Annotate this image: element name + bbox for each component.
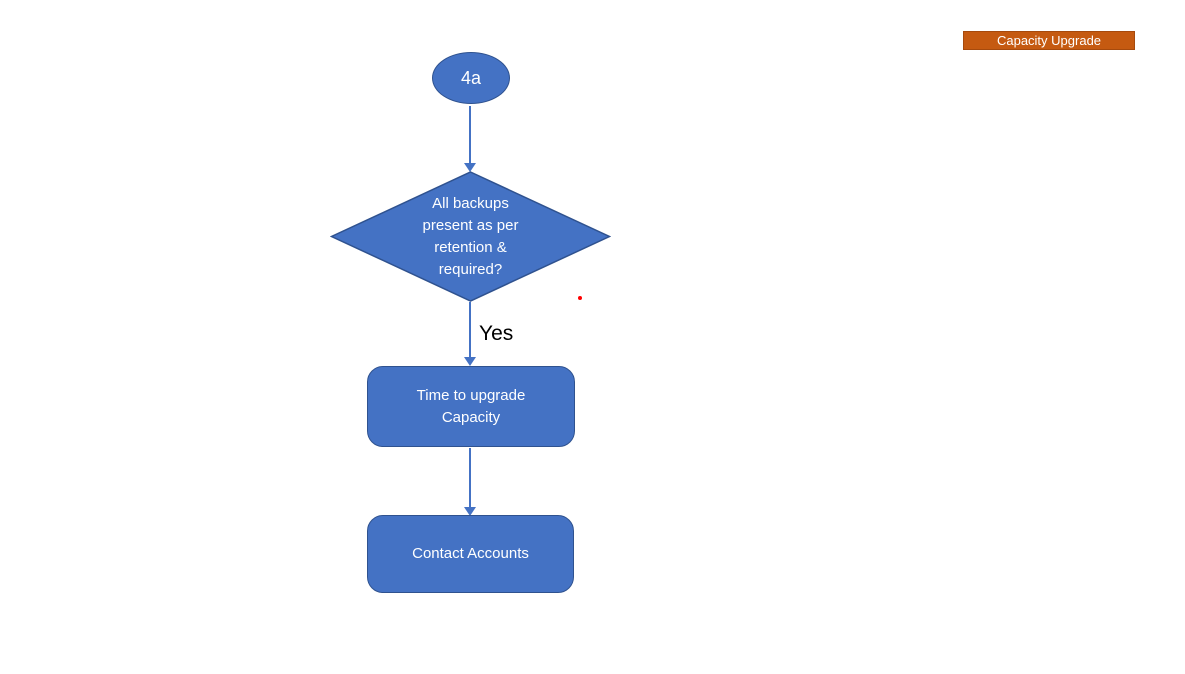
arrowhead-icon <box>464 357 476 366</box>
arrowhead-icon <box>464 163 476 172</box>
stray-red-mark <box>578 296 582 300</box>
connector-start-to-decision <box>469 106 471 163</box>
connector-decision-to-process1 <box>469 302 471 357</box>
start-node-label: 4a <box>460 67 482 88</box>
edge-label-yes: Yes <box>479 322 514 345</box>
process-node-upgrade-capacity: Time to upgrade Capacity <box>367 366 575 447</box>
connector-process1-to-process2 <box>469 448 471 507</box>
decision-node-label: All backups present as per retention & r… <box>422 194 519 278</box>
arrowhead-icon <box>464 507 476 516</box>
decision-node-diamond: All backups present as per retention & r… <box>330 171 611 302</box>
start-node-ellipse: 4a <box>432 52 510 104</box>
diamond-shape <box>330 171 611 302</box>
process-node-contact-accounts: Contact Accounts <box>367 515 574 593</box>
title-banner: Capacity Upgrade <box>963 31 1135 50</box>
